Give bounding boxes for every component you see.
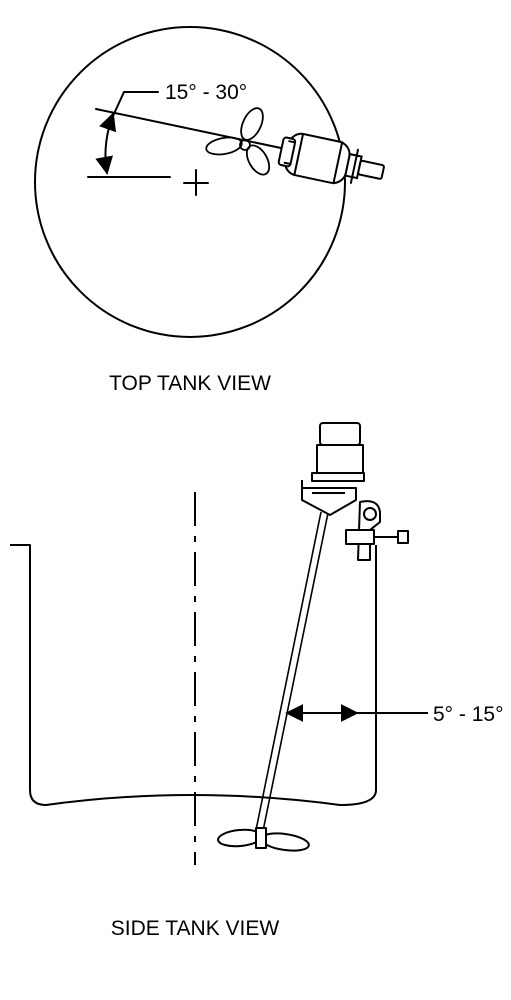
top-motor-housing — [277, 132, 385, 185]
tank-outline-circle — [34, 26, 346, 338]
top-view-caption: TOP TANK VIEW — [109, 372, 271, 395]
side-view-caption: SIDE TANK VIEW — [111, 917, 280, 940]
angle-dimension-arc — [95, 112, 117, 175]
shaft-axis-line — [95, 108, 301, 153]
side-view-angle-label: 5° - 15° — [433, 703, 504, 726]
top-tank-view — [34, 26, 385, 338]
tank-clamp — [345, 500, 409, 561]
tank-wall — [10, 544, 377, 806]
side-tank-view — [10, 422, 428, 865]
side-impeller — [217, 827, 310, 852]
angle-label-leader — [112, 91, 159, 117]
tank-center-mark — [183, 169, 209, 196]
side-motor — [301, 422, 365, 516]
mixer-shaft — [255, 511, 329, 832]
top-propeller — [205, 107, 271, 176]
top-view-angle-label: 15° - 30° — [165, 81, 247, 104]
